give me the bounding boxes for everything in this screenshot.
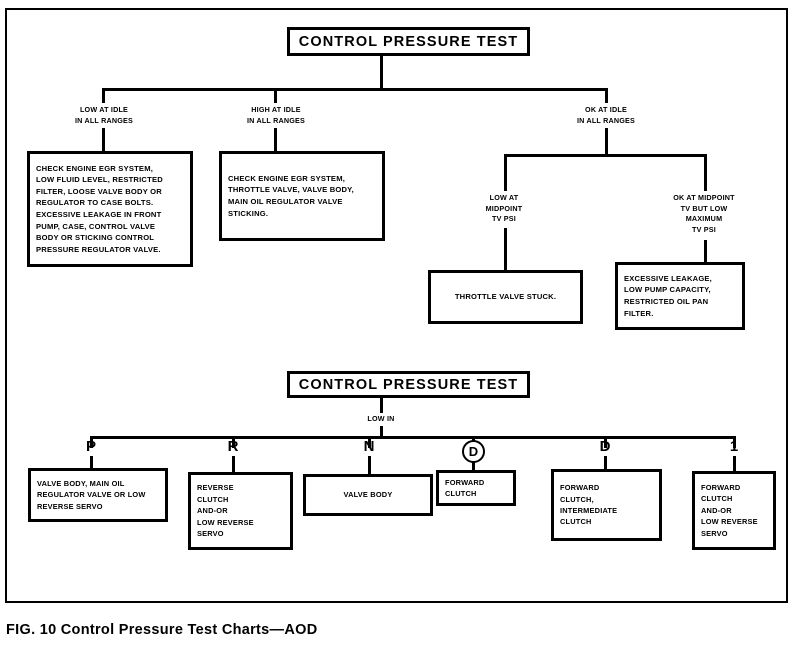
gear-label-d: D xyxy=(599,438,611,455)
top-title-stem xyxy=(380,56,383,89)
top-chart-title-box: CONTROL PRESSURE TEST xyxy=(287,27,530,56)
bottom-tick-d-circled xyxy=(472,436,475,442)
top-subbranch-label-low-midpoint: LOW AT MIDPOINT TV PSI xyxy=(485,193,523,224)
bottom-result-text-n: VALVE BODY xyxy=(343,490,393,500)
bottom-title-stem xyxy=(380,398,383,413)
top-result-text-low-at-idle: CHECK ENGINE EGR SYSTEM, LOW FLUID LEVEL… xyxy=(36,163,163,254)
bottom-result-text-d-circled: FORWARD CLUTCH xyxy=(445,477,485,498)
top-branch-drop-2 xyxy=(274,88,277,103)
gear-stem-d xyxy=(604,456,607,470)
gear-label-r: R xyxy=(227,438,239,455)
gear-label-1: 1 xyxy=(729,438,739,455)
top-subbranch-stem-left xyxy=(504,228,507,271)
bottom-distribution-bar xyxy=(90,436,736,439)
bottom-tick-1 xyxy=(733,436,736,448)
top-branch-label-ok-at-idle: OK AT IDLE IN ALL RANGES xyxy=(576,105,636,125)
gear-label-n: N xyxy=(363,438,375,455)
top-distribution-bar xyxy=(102,88,608,91)
top-right-split-drop-left xyxy=(504,154,507,191)
bottom-condition-label: LOW IN xyxy=(367,414,395,423)
bottom-result-box-1: FORWARD CLUTCH AND-OR LOW REVERSE SERVO xyxy=(692,471,776,550)
top-result-text-excessive-leakage: EXCESSIVE LEAKAGE, LOW PUMP CAPACITY, RE… xyxy=(624,273,712,318)
figure-caption: FIG. 10 Control Pressure Test Charts—AOD xyxy=(6,622,318,638)
gear-label-p: P xyxy=(85,438,96,455)
bottom-tick-d xyxy=(604,436,607,448)
bottom-result-text-p: VALVE BODY, MAIN OIL REGULATOR VALVE OR … xyxy=(37,478,146,511)
top-result-box-excessive-leakage: EXCESSIVE LEAKAGE, LOW PUMP CAPACITY, RE… xyxy=(615,262,745,330)
bottom-tick-p xyxy=(90,436,93,448)
gear-label-d-circled: D xyxy=(462,440,485,463)
top-subbranch-stem-right xyxy=(704,240,707,263)
top-result-box-high-at-idle: CHECK ENGINE EGR SYSTEM, THROTTLE VALVE,… xyxy=(219,151,385,241)
bottom-tick-r xyxy=(232,436,235,448)
top-right-split-drop-right xyxy=(704,154,707,191)
top-branch-stem-3 xyxy=(605,128,608,155)
gear-stem-n xyxy=(368,456,371,475)
bottom-tick-n xyxy=(368,436,371,448)
bottom-result-box-d: FORWARD CLUTCH, INTERMEDIATE CLUTCH xyxy=(551,469,662,541)
gear-stem-r xyxy=(232,456,235,473)
top-result-text-throttle-valve-stuck: THROTTLE VALVE STUCK. xyxy=(454,292,557,302)
top-result-box-throttle-valve-stuck: THROTTLE VALVE STUCK. xyxy=(428,270,583,324)
bottom-chart-title: CONTROL PRESSURE TEST xyxy=(298,376,519,393)
top-branch-stem-2 xyxy=(274,128,277,151)
top-result-text-high-at-idle: CHECK ENGINE EGR SYSTEM, THROTTLE VALVE,… xyxy=(228,173,354,218)
bottom-result-text-1: FORWARD CLUTCH AND-OR LOW REVERSE SERVO xyxy=(701,482,758,538)
gear-stem-p xyxy=(90,456,93,469)
bottom-result-box-p: VALVE BODY, MAIN OIL REGULATOR VALVE OR … xyxy=(28,468,168,522)
bottom-chart-title-box: CONTROL PRESSURE TEST xyxy=(287,371,530,398)
bottom-condition-stem xyxy=(380,426,383,437)
bottom-result-box-r: REVERSE CLUTCH AND-OR LOW REVERSE SERVO xyxy=(188,472,293,550)
bottom-result-box-d-circled: FORWARD CLUTCH xyxy=(436,470,516,506)
bottom-result-text-d: FORWARD CLUTCH, INTERMEDIATE CLUTCH xyxy=(560,483,618,527)
top-branch-stem-1 xyxy=(102,128,105,151)
gear-stem-d-circled xyxy=(472,462,475,471)
bottom-result-box-n: VALVE BODY xyxy=(303,474,433,516)
top-right-split-bar xyxy=(504,154,707,157)
gear-stem-1 xyxy=(733,456,736,472)
top-subbranch-label-ok-midpoint: OK AT MIDPOINT TV BUT LOW MAXIMUM TV PSI xyxy=(673,193,735,234)
top-result-box-low-at-idle: CHECK ENGINE EGR SYSTEM, LOW FLUID LEVEL… xyxy=(27,151,193,267)
top-branch-label-high-at-idle: HIGH AT IDLE IN ALL RANGES xyxy=(246,105,306,125)
top-branch-label-low-at-idle: LOW AT IDLE IN ALL RANGES xyxy=(74,105,134,125)
top-chart-title: CONTROL PRESSURE TEST xyxy=(298,33,519,50)
top-branch-drop-3 xyxy=(605,88,608,103)
bottom-result-text-r: REVERSE CLUTCH AND-OR LOW REVERSE SERVO xyxy=(197,483,254,539)
page-border-rule xyxy=(5,8,788,603)
top-branch-drop-1 xyxy=(102,88,105,103)
